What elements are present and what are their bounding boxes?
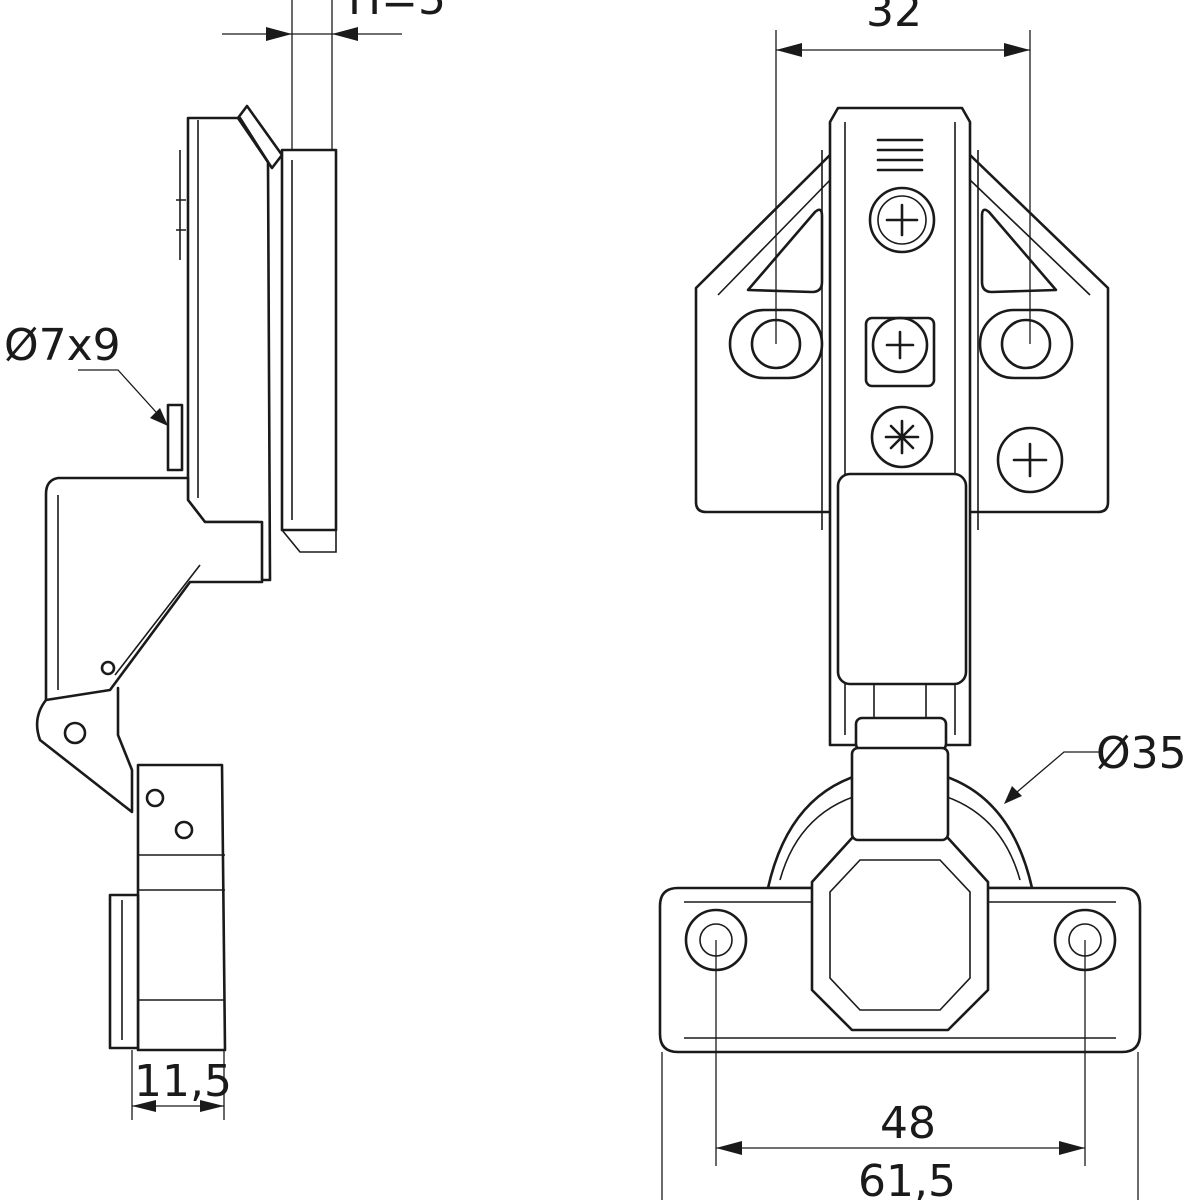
dim-mount-spacing-arrow-right — [1059, 1141, 1085, 1155]
dim-overlay-arrow-right — [332, 27, 358, 41]
dim-cup-depth-arrow-right — [200, 1100, 224, 1112]
side-mounting-plate — [186, 116, 272, 582]
side-knuckle — [35, 686, 134, 814]
side-arm — [44, 476, 264, 702]
dim-spacing-arrow-right — [1004, 43, 1030, 57]
dim-overlay-label: H=5 — [348, 0, 446, 25]
side-cup-lines — [138, 854, 225, 1001]
front-screw-plate — [996, 426, 1064, 494]
side-door-panel — [280, 148, 338, 532]
front-slot-right-hole — [1000, 318, 1052, 370]
front-screw-star — [870, 405, 934, 469]
front-screw-top-cross — [885, 203, 919, 237]
dim-cup-leader — [1009, 751, 1100, 799]
dim-mount-width-lines — [661, 1052, 1139, 1200]
dim-dowel-leader — [78, 369, 166, 423]
dim-cup-depth-label: 11,5 — [134, 1056, 232, 1107]
dim-spacing-lines — [775, 30, 1031, 344]
side-knuckle-pin — [63, 721, 87, 745]
dim-overlay-lines — [222, 0, 402, 150]
front-slot-right — [978, 308, 1074, 380]
front-triangle-right — [980, 208, 1058, 294]
side-arm-inner — [57, 495, 201, 690]
side-cup-hole-2 — [174, 820, 194, 840]
side-cup-hole-1 — [145, 788, 165, 808]
front-view: 32 Ø35 48 61,5 — [658, 0, 1187, 1200]
dim-mount-spacing-lines — [715, 940, 1086, 1166]
front-cup-octagon — [810, 836, 990, 1032]
side-cup-flange — [108, 893, 140, 1050]
side-view: H=5 Ø7x9 11,5 — [4, 0, 446, 1120]
front-screw-star-cross — [884, 419, 920, 455]
side-door-panel-inner — [281, 160, 337, 553]
front-plate-inner — [717, 177, 1091, 296]
front-cup-octagon-inner — [829, 859, 971, 1011]
dim-cup-arrow — [1004, 786, 1022, 804]
front-arm-marks — [876, 138, 924, 172]
front-arm-inner — [821, 122, 979, 735]
side-pivot-pin — [100, 660, 116, 676]
front-screw-mid-cross — [885, 330, 915, 360]
front-link — [854, 716, 948, 752]
side-cup — [136, 763, 227, 1052]
front-cup-link — [850, 746, 950, 842]
front-screw-top-inner — [877, 195, 927, 245]
front-arm-box — [836, 472, 968, 686]
dim-cup-depth-arrow-left — [132, 1100, 156, 1112]
front-screw-top — [868, 186, 936, 254]
dim-mount-spacing-arrow-left — [716, 1141, 742, 1155]
dim-mount-width-label: 61,5 — [858, 1156, 956, 1200]
dim-overlay-arrow-left — [266, 27, 292, 41]
side-plate-detail — [176, 120, 199, 498]
dim-mount-spacing-label: 48 — [880, 1098, 936, 1149]
front-screw-mid — [871, 316, 929, 374]
dim-spacing-arrow-left — [776, 43, 802, 57]
dim-spacing-label: 32 — [866, 0, 922, 37]
front-screw-plate-cross — [1012, 442, 1048, 478]
dim-cup-label: Ø35 — [1096, 728, 1187, 779]
side-dowel — [166, 403, 184, 472]
dim-dowel-label: Ø7x9 — [4, 320, 121, 371]
dim-dowel-arrow — [150, 408, 168, 426]
